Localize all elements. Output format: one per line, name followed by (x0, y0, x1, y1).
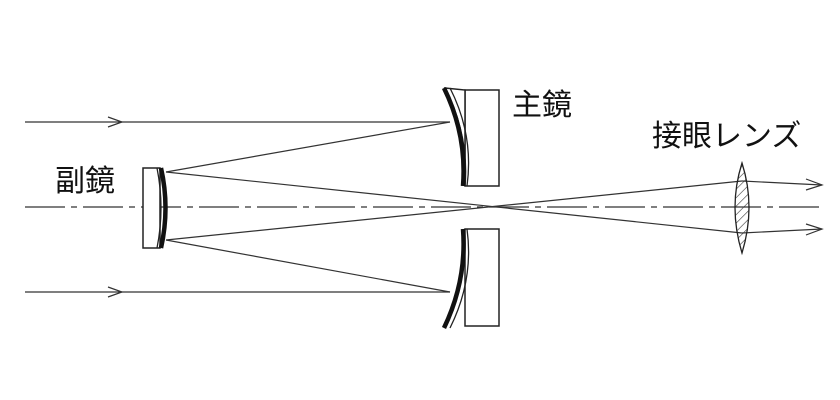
emerging-ray-bottom (741, 223, 824, 236)
reflected-ray-bottom (165, 239, 451, 293)
primary-mirror-upper (441, 87, 500, 187)
incoming-ray-top (25, 116, 450, 128)
converging-ray-bottom (165, 180, 743, 241)
arrow-head-icon (107, 286, 124, 298)
arrow-head-icon (805, 178, 824, 191)
arrow-head-icon (805, 223, 824, 236)
primary-mirror-label: 主鏡 (512, 88, 572, 123)
converging-ray-top (165, 171, 743, 234)
reflected-ray-top (165, 121, 451, 173)
secondary-mirror-label: 副鏡 (55, 164, 115, 199)
arrow-head-icon (107, 116, 124, 128)
incoming-ray-bottom (25, 286, 450, 298)
eyepiece-lens (734, 160, 750, 256)
eyepiece-lens-label: 接眼レンズ (652, 119, 801, 154)
emerging-ray-top (741, 178, 824, 191)
primary-mirror-lower (441, 228, 500, 329)
secondary-mirror (142, 167, 168, 249)
